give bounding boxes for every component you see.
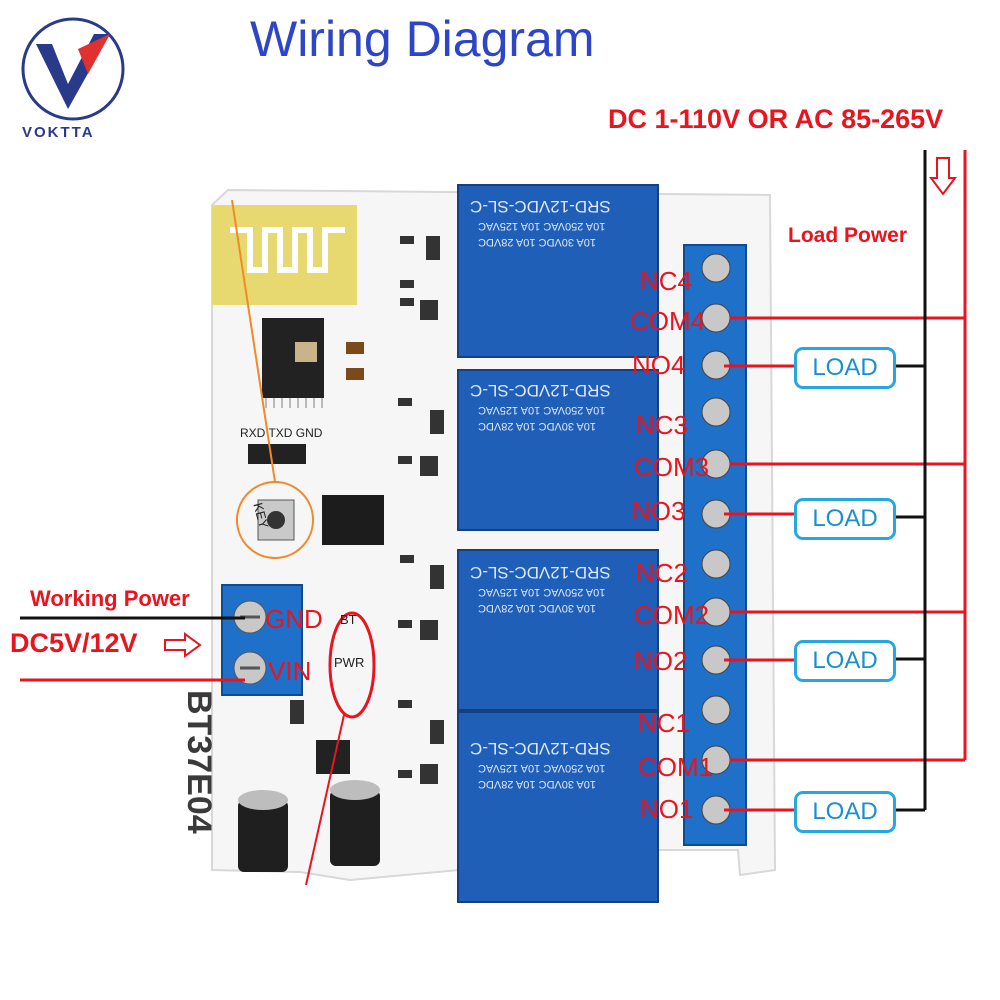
input-terminal-vin: VIN: [268, 656, 312, 686]
relay-2-model: SRD-12VDC-SL-C: [470, 563, 611, 582]
relay-4-rating-2: 10A 30VDC 10A 28VDC: [478, 236, 597, 248]
terminal-no3: NO3: [632, 496, 686, 526]
relay-4-model: SRD-12VDC-SL-C: [470, 197, 611, 216]
input-terminal-gnd: GND: [265, 604, 323, 634]
terminal-nc2: NC2: [636, 558, 689, 588]
page-title: Wiring Diagram: [250, 11, 595, 67]
load-power-label: Load Power: [788, 224, 908, 247]
working-power-label: Working Power: [30, 586, 190, 611]
led-label-bt: BT: [340, 612, 357, 627]
relay-4: [457, 184, 659, 358]
relay-2-rating-1: 10A 250VAC 10A 125VAC: [478, 586, 606, 598]
terminal-no2: NO2: [634, 646, 688, 676]
load-box-2: LOAD: [794, 640, 896, 682]
board-id: BT37E04: [180, 690, 218, 834]
relay-4-rating-1: 10A 250VAC 10A 125VAC: [478, 220, 606, 232]
relay-1-rating-1: 10A 250VAC 10A 125VAC: [478, 762, 606, 774]
terminal-no4: NO4: [632, 350, 686, 380]
led-label-pwr: PWR: [334, 655, 365, 670]
header-pin-labels: RXD TXD GND: [240, 426, 323, 440]
terminal-com3: COM3: [634, 452, 710, 482]
terminal-nc3: NC3: [636, 410, 689, 440]
relay-1-rating-2: 10A 30VDC 10A 28VDC: [478, 778, 597, 790]
supply-label: DC 1-110V OR AC 85-265V: [608, 104, 944, 134]
terminal-com1: COM1: [638, 752, 714, 782]
terminal-com4: COM4: [630, 306, 706, 336]
terminal-nc1: NC1: [638, 708, 691, 738]
load-box-1: LOAD: [794, 791, 896, 833]
terminal-nc4: NC4: [640, 266, 693, 296]
logo-text: VOKTTA: [22, 124, 95, 141]
terminal-no1: NO1: [640, 794, 694, 824]
relay-2-rating-2: 10A 30VDC 10A 28VDC: [478, 602, 597, 614]
voktta-logo-icon: [21, 17, 125, 121]
relay-3-rating-1: 10A 250VAC 10A 125VAC: [478, 404, 606, 416]
dc-input-label: DC5V/12V: [10, 628, 138, 658]
relay-1-model: SRD-12VDC-SL-C: [470, 739, 611, 758]
load-box-3: LOAD: [794, 498, 896, 540]
load-box-4: LOAD: [794, 347, 896, 389]
terminal-com2: COM2: [634, 600, 710, 630]
relay-3-model: SRD-12VDC-SL-C: [470, 381, 611, 400]
relay-3-rating-2: 10A 30VDC 10A 28VDC: [478, 420, 597, 432]
